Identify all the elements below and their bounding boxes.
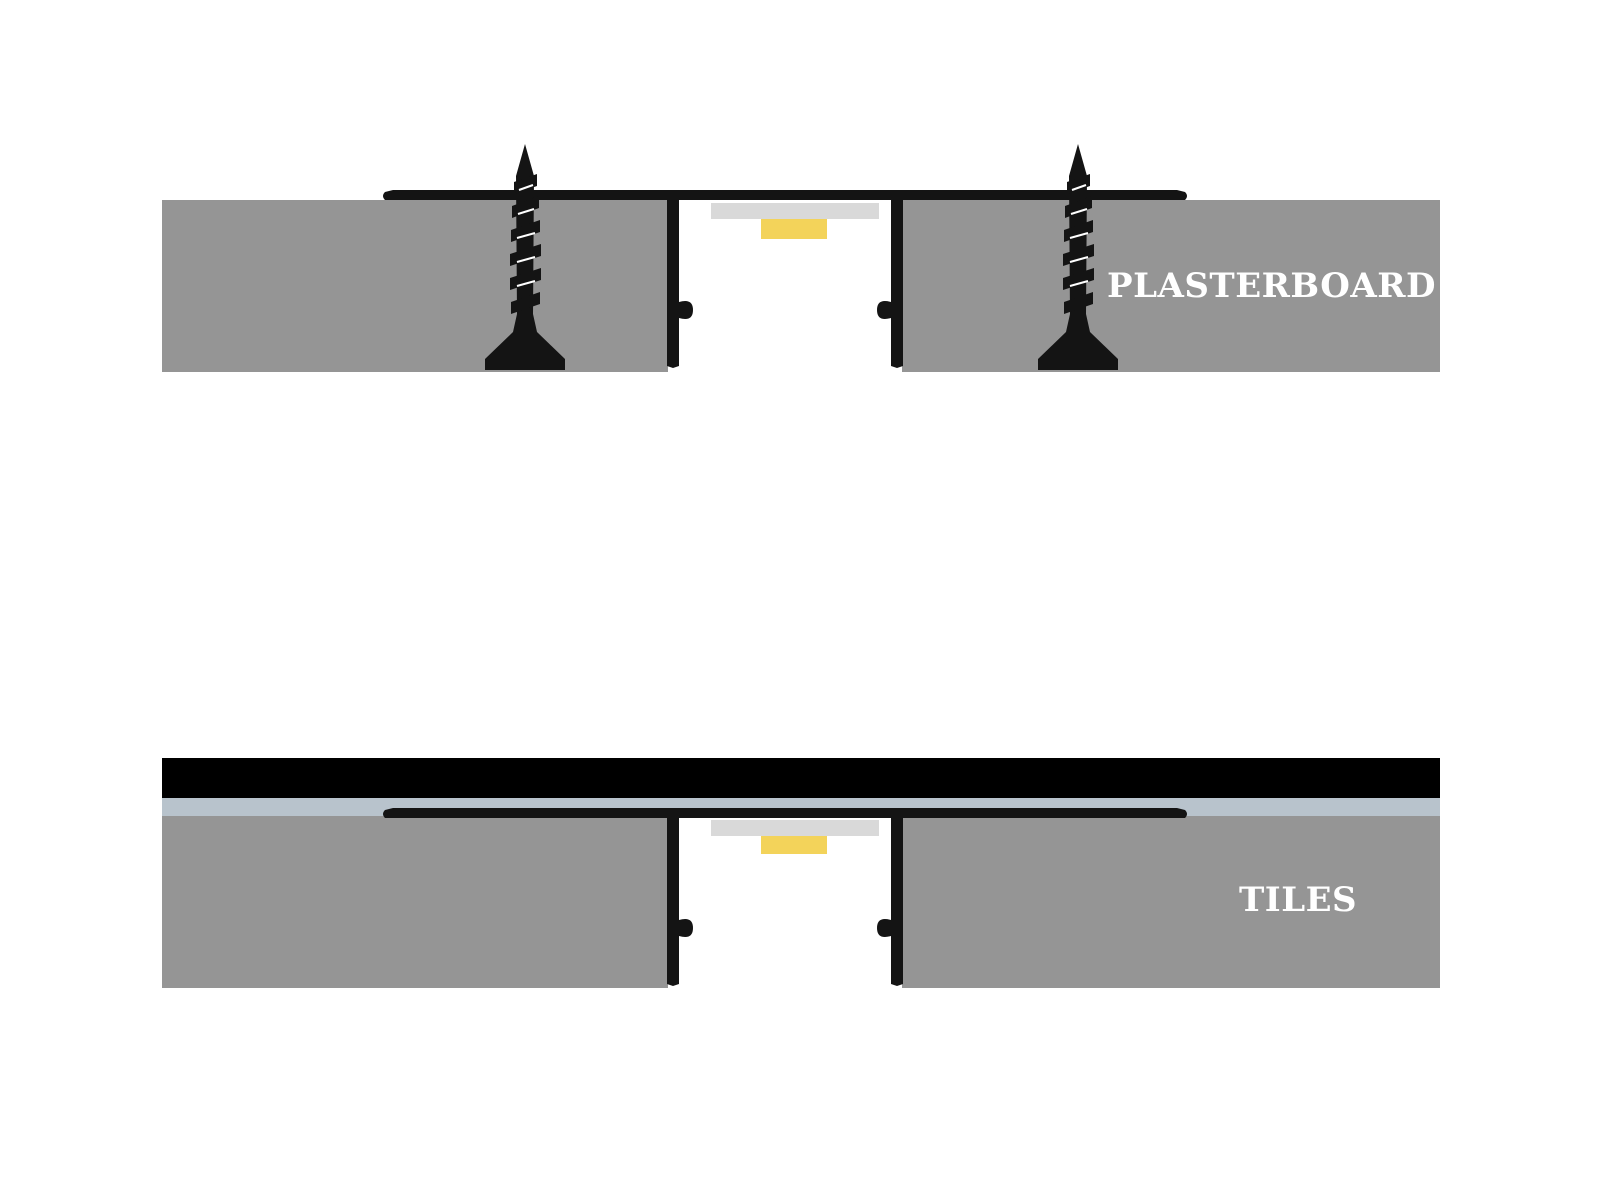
tiles-label: TILES xyxy=(1239,880,1357,920)
diffuser xyxy=(711,203,879,219)
tiles-board-left xyxy=(162,816,668,988)
plasterboard-left xyxy=(162,200,668,372)
plasterboard-right xyxy=(902,200,1440,372)
tile-top-layer xyxy=(162,758,1440,798)
diffuser xyxy=(711,820,879,836)
tiles-board-right xyxy=(902,816,1440,988)
plasterboard-label: PLASTERBOARD xyxy=(1107,266,1436,306)
plasterboard-panel: PLASTERBOARD xyxy=(162,143,1440,372)
tiles-panel: TILES xyxy=(162,758,1440,988)
led-strip-icon xyxy=(761,219,827,239)
led-strip-icon xyxy=(761,836,827,854)
